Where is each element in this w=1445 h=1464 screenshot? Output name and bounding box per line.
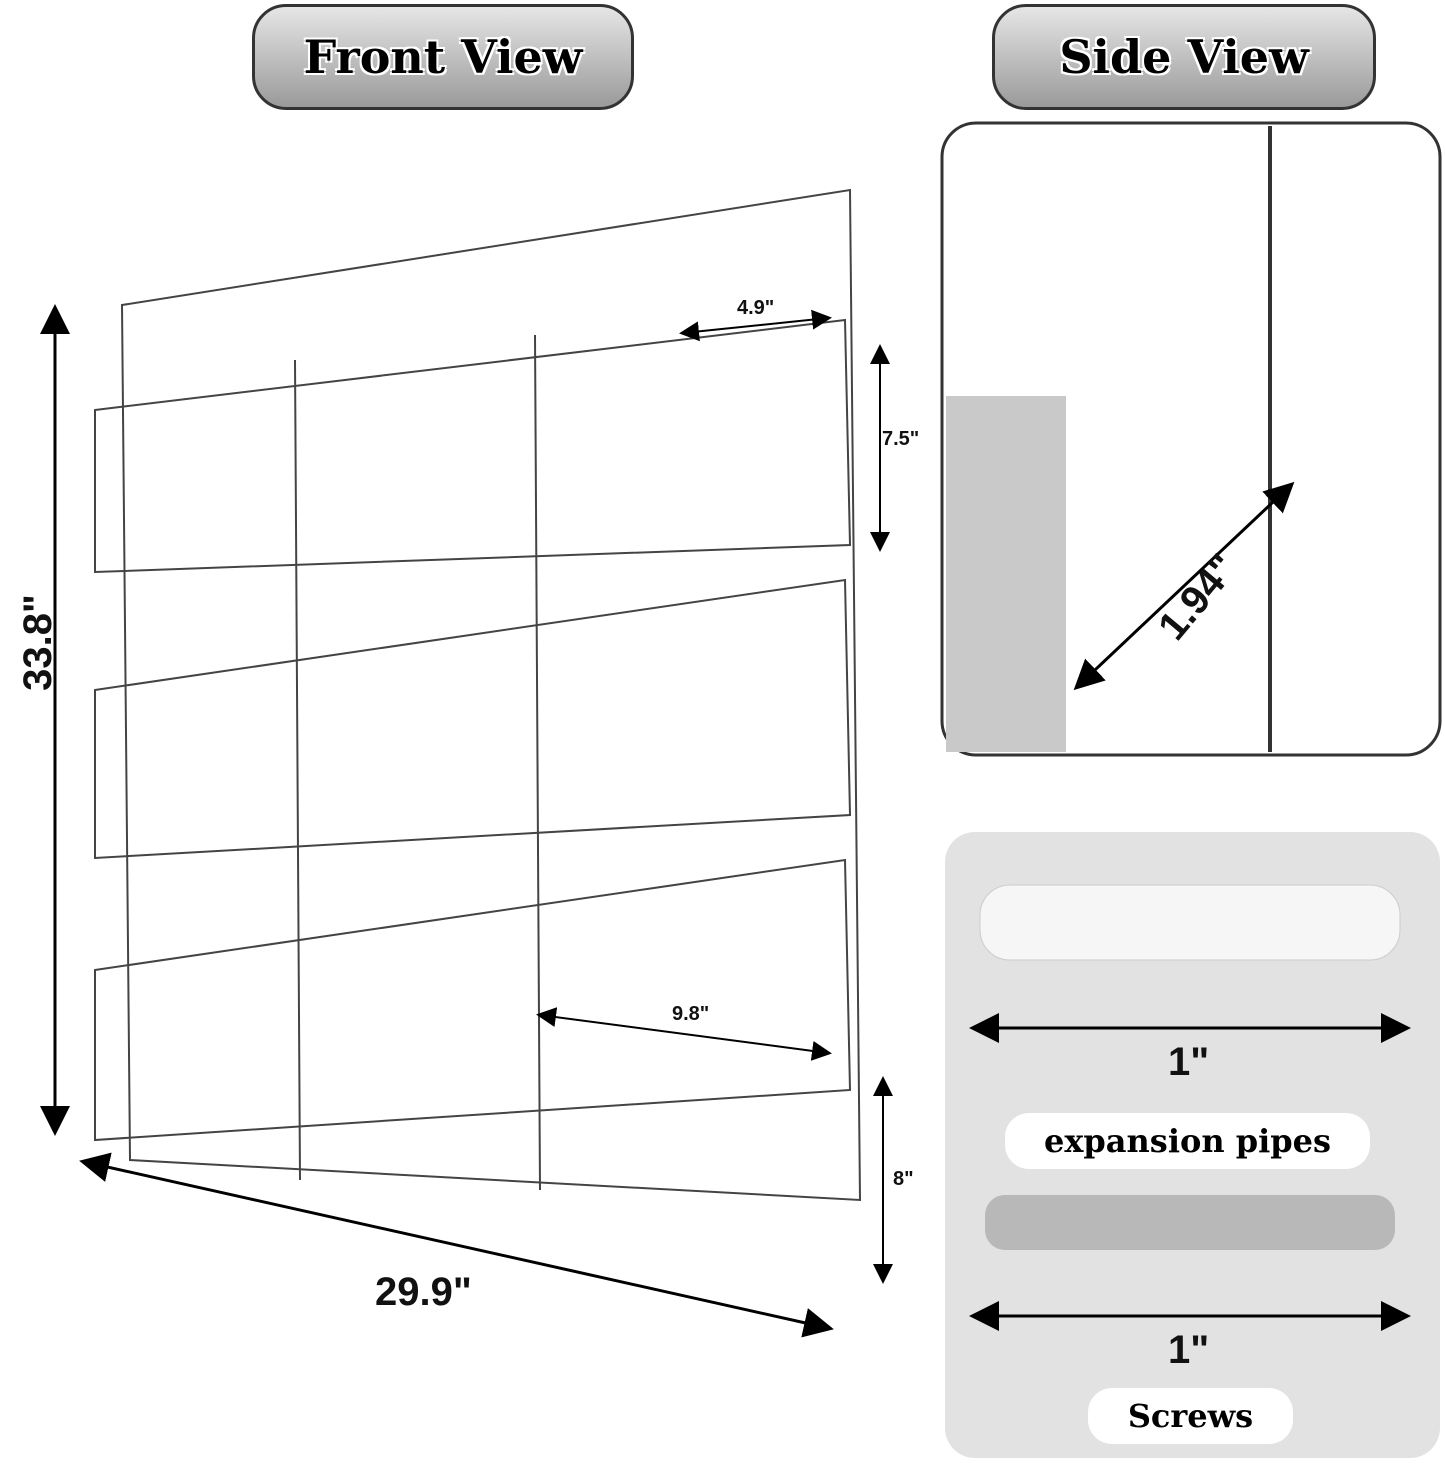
front-view-heading: Front View bbox=[252, 4, 634, 110]
width-dimension: 29.9" bbox=[375, 1270, 472, 1314]
small-pocket-height: 7.5" bbox=[882, 428, 920, 450]
height-dimension: 33.8" bbox=[15, 594, 60, 691]
small-pocket-width: 4.9" bbox=[737, 297, 775, 319]
screw-length: 1" bbox=[1168, 1328, 1210, 1372]
side-view-heading: Side View bbox=[992, 4, 1376, 110]
large-pocket-height: 8" bbox=[893, 1168, 914, 1190]
expansion-pipes-label: expansion pipes bbox=[1005, 1113, 1370, 1169]
screws-label: Screws bbox=[1088, 1388, 1293, 1444]
pipe-length: 1" bbox=[1168, 1040, 1210, 1084]
large-pocket-width: 9.8" bbox=[672, 1003, 710, 1025]
